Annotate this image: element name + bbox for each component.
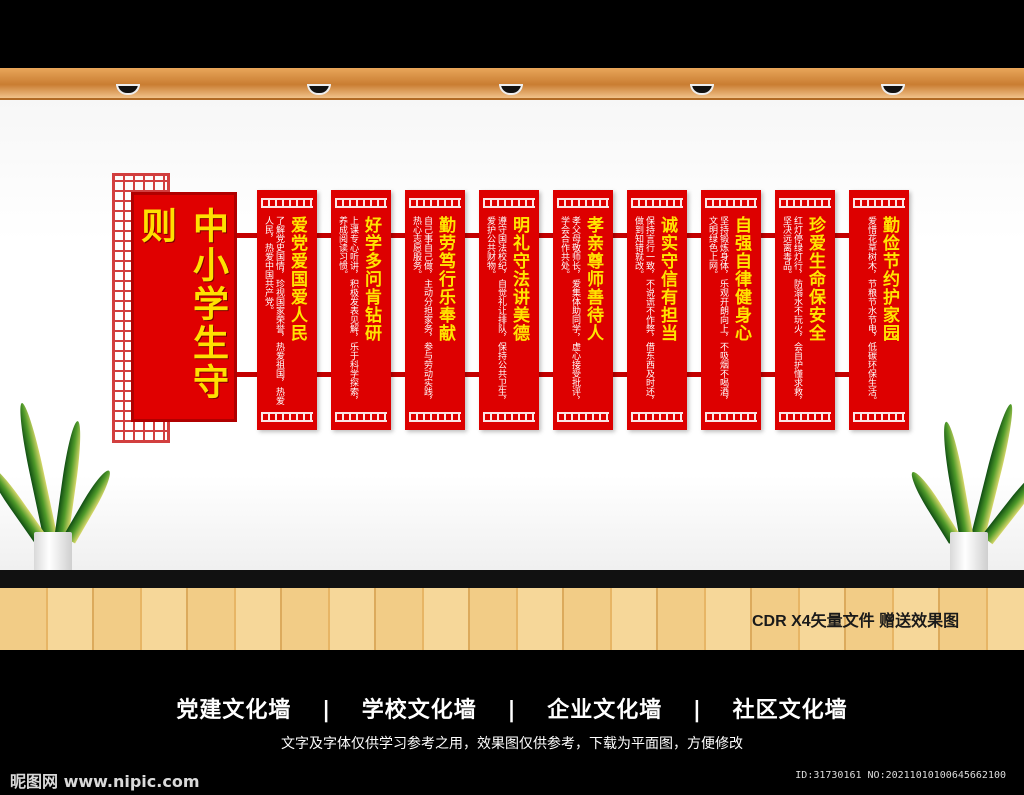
separator: | [692,698,702,723]
fret-pattern [557,198,609,208]
rule-panel: 好学多问肯钻研 上课专心听讲，积极发表见解，乐于科学探索，养成阅读习惯。 [331,190,391,430]
fret-pattern [335,198,387,208]
rule-panel: 珍爱生命保安全 红灯停绿灯行，防溺水不玩火，会自护懂求救，坚决远离毒品。 [775,190,835,430]
rule-text: 自己事自己做，主动分担家务，参与劳动实践，热心志愿服务。 [411,216,432,405]
fret-pattern [779,412,831,422]
fret-pattern [853,412,905,422]
title-panel: 中小学生守则 [131,192,237,422]
footer-note: 文字及字体仅供学习参考之用，效果图仅供参考，下载为平面图，方便修改 [281,736,743,752]
separator: | [507,698,517,723]
footer-category: 社区文化墙 [732,698,848,723]
wood-floor [0,588,1024,650]
rule-text: 遵守国法校纪，自觉礼让排队，保持公共卫生，爱护公共财物。 [485,216,506,405]
fret-pattern [853,198,905,208]
footer-category: 学校文化墙 [361,698,477,723]
baseboard [0,570,1024,588]
rule-text: 保持言行一致，不说谎不作弊，借东西及时还，做到知错就改。 [633,216,654,405]
fret-pattern [261,412,313,422]
rule-panel: 勤俭节约护家园 爱惜花草树木，节粮节水节电，低碳环保生活。 [849,190,909,430]
rule-text: 坚持锻炼身体，乐观开朗向上，不吸烟不喝酒，文明绿色上网。 [707,216,728,405]
fret-pattern [483,412,535,422]
page-title: 中小学生守则 [136,207,229,402]
rule-heading: 好学多问肯钻研 [362,216,381,342]
fret-pattern [557,412,609,422]
bottom-black-band [0,650,1024,795]
fret-pattern [631,412,683,422]
rule-panel: 明礼守法讲美德 遵守国法校纪，自觉礼让排队，保持公共卫生，爱护公共财物。 [479,190,539,430]
fret-pattern [261,198,313,208]
watermark: 昵图网 www.nipic.com [10,772,200,791]
footer-category: 企业文化墙 [547,698,663,723]
rule-panel: 爱党爱国爱人民 了解党史国情，珍视国家荣誉，热爱祖国，热爱人民，热爱中国共产党。 [257,190,317,430]
potted-plant-icon [0,390,116,590]
file-format-note: CDR X4矢量文件 赠送效果图 [752,613,960,630]
fret-pattern [779,198,831,208]
rule-text: 红灯停绿灯行，防溺水不玩火，会自护懂求救，坚决远离毒品。 [781,216,802,405]
separator: | [322,698,332,723]
rule-panel: 勤劳笃行乐奉献 自己事自己做，主动分担家务，参与劳动实践，热心志愿服务。 [405,190,465,430]
potted-plant-icon [906,390,1024,590]
fret-pattern [409,412,461,422]
fret-pattern [705,412,757,422]
rule-text: 孝父母敬师长，爱集体助同学，虚心接受批评，学会合作共处。 [559,216,580,405]
rule-heading: 孝亲尊师善待人 [584,216,603,342]
rule-panel: 自强自律健身心 坚持锻炼身体，乐观开朗向上，不吸烟不喝酒，文明绿色上网。 [701,190,761,430]
fret-pattern [409,198,461,208]
fret-pattern [705,198,757,208]
rule-heading: 勤俭节约护家园 [880,216,899,342]
rule-heading: 诚实守信有担当 [658,216,677,342]
top-black-band [0,0,1024,68]
rule-panel: 孝亲尊师善待人 孝父母敬师长，爱集体助同学，虚心接受批评，学会合作共处。 [553,190,613,430]
image-id: ID:31730161 NO:20211010100645662100 [795,770,1006,781]
rule-panel: 诚实守信有担当 保持言行一致，不说谎不作弊，借东西及时还，做到知错就改。 [627,190,687,430]
rule-heading: 勤劳笃行乐奉献 [436,216,455,342]
rule-text: 爱惜花草树木，节粮节水节电，低碳环保生活。 [866,216,876,405]
rule-heading: 明礼守法讲美德 [510,216,529,342]
footer-category: 党建文化墙 [176,698,292,723]
fret-pattern [631,198,683,208]
rule-heading: 自强自律健身心 [732,216,751,342]
rule-heading: 珍爱生命保安全 [806,216,825,342]
fret-pattern [335,412,387,422]
rule-text: 了解党史国情，珍视国家荣誉，热爱祖国，热爱人民，热爱中国共产党。 [263,216,284,405]
rule-heading: 爱党爱国爱人民 [288,216,307,342]
footer-categories: 党建文化墙 | 学校文化墙 | 企业文化墙 | 社区文化墙 [0,692,1024,724]
fret-pattern [483,198,535,208]
rule-text: 上课专心听讲，积极发表见解，乐于科学探索，养成阅读习惯。 [337,216,358,405]
